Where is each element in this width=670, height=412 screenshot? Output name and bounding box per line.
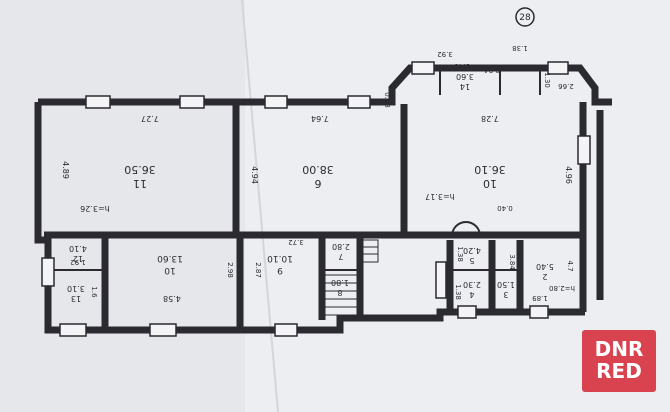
dimension-label: 3.40	[454, 62, 470, 70]
dimension-label: h=3.17	[425, 192, 455, 201]
dimension-label: 4.94	[250, 166, 259, 184]
room-number-12: 12	[73, 254, 83, 263]
dimension-label: 1.30	[543, 72, 551, 88]
room-number-8: 8	[337, 288, 342, 297]
room-area-6: 38.00	[302, 163, 334, 176]
plan-marker-circle	[515, 7, 535, 27]
dimension-label: h=3.26	[80, 204, 110, 213]
dimension-label: 4.58	[163, 294, 181, 303]
window	[547, 61, 569, 75]
dimension-label: 2.66	[558, 82, 574, 90]
window	[59, 323, 87, 337]
window	[577, 135, 591, 165]
room-number-10a: 10	[483, 177, 497, 190]
dimension-label: 4.89	[61, 161, 70, 179]
watermark-logo: DNR RED	[582, 330, 656, 392]
window	[264, 95, 288, 109]
room-number-7: 7	[338, 252, 343, 261]
room-number-6: 6	[315, 177, 322, 190]
room-area-9: 10.10	[267, 253, 293, 263]
outer-wall-north	[38, 64, 612, 106]
dimension-label: 1.38	[512, 44, 528, 52]
dimension-label: 1.6	[90, 286, 98, 298]
window	[411, 61, 435, 75]
dimension-label: h=2.80	[549, 284, 575, 292]
bay-partitions	[439, 68, 541, 95]
staircase	[324, 239, 379, 316]
room-area-3: 1.50	[497, 280, 515, 289]
room-number-11: 11	[133, 177, 147, 190]
paper-fold	[241, 0, 279, 412]
dimension-label: 1.38	[456, 246, 464, 262]
room-area-10a: 36.10	[474, 163, 506, 176]
room-area-7: 2.80	[332, 242, 350, 251]
room-area-10b: 13.60	[157, 253, 183, 263]
window	[179, 95, 205, 109]
window	[457, 305, 477, 319]
room-area-14: 3.60	[456, 72, 474, 81]
window	[347, 95, 371, 109]
dimension-label: 4.96	[564, 166, 573, 184]
dimension-label: 7.64	[311, 114, 329, 123]
dimension-label: 2.87	[254, 262, 262, 278]
dimension-label: 0.40	[497, 204, 513, 212]
window	[85, 95, 111, 109]
dimension-label: 0.63	[383, 92, 391, 108]
room-number-9: 9	[277, 265, 283, 275]
room-number-3: 3	[503, 290, 508, 299]
room-number-5: 5	[469, 256, 474, 265]
window	[274, 323, 298, 337]
dimension-label: 7.27	[141, 114, 159, 123]
watermark-line1: DNR	[594, 337, 644, 361]
door-arc	[451, 221, 481, 237]
room-area-11: 36.50	[124, 163, 156, 176]
dimension-label: 7.28	[481, 114, 499, 123]
room-number-4: 4	[469, 290, 474, 299]
room-number-14: 14	[460, 82, 470, 91]
room-number-10b: 10	[164, 265, 176, 275]
dimension-label: 3.92	[437, 50, 453, 58]
dimension-label: 3.84	[508, 254, 516, 270]
window	[149, 323, 177, 337]
dimension-label: 1.89	[532, 294, 548, 302]
room-area-4: 2.30	[463, 280, 481, 289]
room-area-5: 4.20	[463, 246, 481, 255]
dimension-label: 4.7	[566, 260, 574, 271]
plan-marker-label: 28	[519, 13, 531, 23]
window	[41, 257, 55, 287]
outer-wall-south	[34, 102, 585, 334]
room-area-12: 4.10	[69, 244, 87, 253]
window	[435, 261, 447, 299]
dimension-label: 3.72	[288, 238, 304, 246]
dimension-label: 1.92	[70, 258, 86, 266]
room-number-13: 13	[71, 294, 81, 303]
room-area-13: 3.10	[67, 284, 85, 293]
dimension-label: 0.94	[484, 66, 500, 74]
room-number-2: 2	[542, 272, 547, 281]
dimension-label: 1.38	[454, 284, 462, 300]
watermark-line2: RED	[596, 359, 642, 383]
room-area-8: 1.80	[331, 278, 349, 287]
window	[529, 305, 549, 319]
dimension-label: 2.98	[226, 262, 234, 278]
room-area-2: 5.40	[536, 262, 554, 271]
